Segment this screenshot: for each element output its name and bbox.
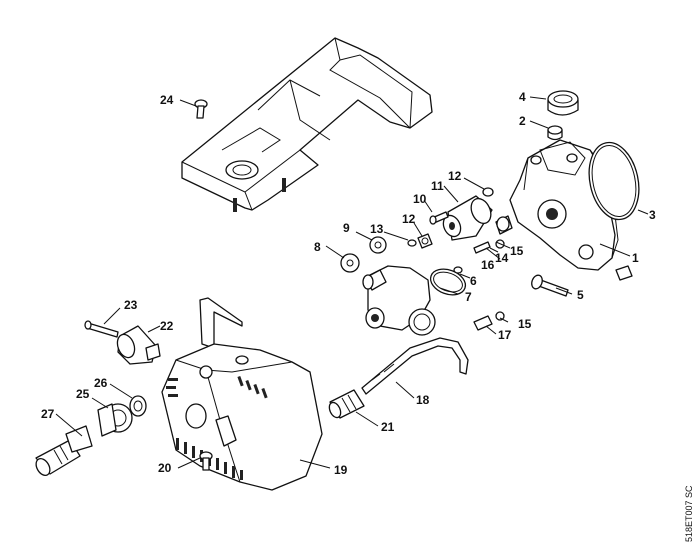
nozzle-17-part [473,315,493,331]
fitting-21-part [328,389,365,419]
gear-25-part [97,403,133,437]
callout-2: 2 [519,114,526,128]
callout-7: 7 [465,290,472,304]
hose-18-part [361,337,469,395]
callout-21: 21 [381,420,395,434]
fitting-16-part [473,241,491,254]
washer-8-part [340,253,360,273]
o-ring-15b-part [495,311,505,321]
knob-22-part [116,325,161,365]
callout-22: 22 [160,319,174,333]
screw-10-part [429,211,449,225]
callout-13: 13 [370,222,384,236]
callout-24: 24 [160,93,174,107]
callout-19: 19 [334,463,348,477]
nut-1-part [615,265,633,281]
callout-18: 18 [416,393,430,407]
callout-23: 23 [124,298,138,312]
callout-1: 1 [632,251,639,265]
callout-27: 27 [41,407,55,421]
callout-26: 26 [94,376,108,390]
o-ring-6-part [453,266,463,274]
callout-5: 5 [577,288,584,302]
drawing-code: 518ET007 SC [684,485,694,542]
callout-10: 10 [413,192,427,206]
valve-body-part [362,265,436,336]
washer-26-part [129,395,147,417]
callout-8: 8 [314,240,321,254]
callout-6: 6 [470,274,477,288]
o-ring-3-part [588,141,640,221]
valve-11-part [442,195,493,241]
callout-11: 11 [431,179,444,193]
callout-3: 3 [649,208,656,222]
front-housing-part [161,297,323,491]
leader-lines [55,96,649,469]
callout-17: 17 [498,328,512,342]
washer-9-part [369,236,387,254]
callout-15b: 15 [518,317,532,331]
callout-4: 4 [519,90,526,104]
screw-24-part [194,99,208,119]
washer-2-part [547,125,563,141]
nut-13-part [407,239,417,247]
screw-5-part [531,274,569,297]
o-ring-12a-part [482,187,494,197]
top-cover-part [181,37,433,212]
callout-12b: 12 [402,212,416,226]
callout-16: 16 [481,258,495,272]
o-ring-7-part [429,268,467,296]
callout-20: 20 [158,461,172,475]
screw-20-part [199,451,213,471]
callout-14: 14 [495,251,509,265]
callout-12a: 12 [448,169,462,183]
callout-labels: 4 2 3 1 5 6 7 8 9 10 11 12 12 13 14 15 1… [41,90,656,477]
screw-23-part [84,320,119,338]
callout-9: 9 [343,221,350,235]
nut-12b-part [417,233,433,249]
insert-14-part [495,215,513,235]
callout-25: 25 [76,387,90,401]
shaft-27-part [35,425,93,477]
cap-4-part [547,90,579,116]
callout-15a: 15 [510,244,524,258]
